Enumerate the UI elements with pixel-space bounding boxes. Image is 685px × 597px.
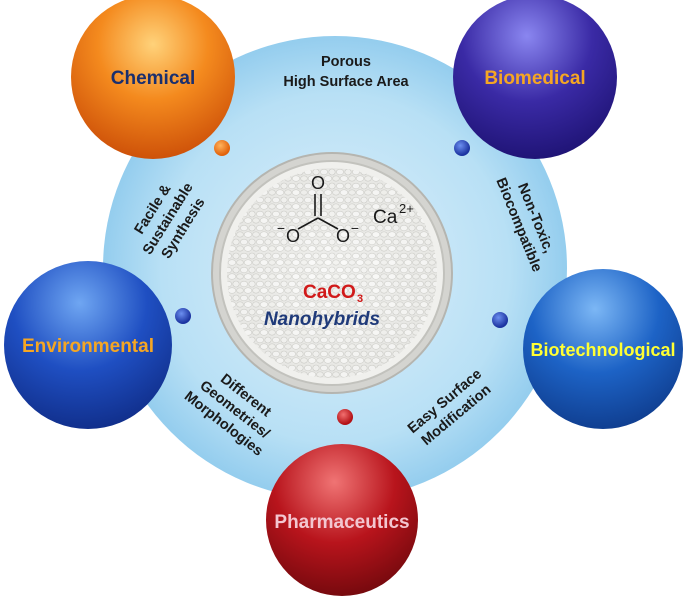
bond-right [317,217,339,230]
dot-orange [214,140,230,156]
dot-blue-top-right [454,140,470,156]
label-environmental: Environmental [22,336,154,357]
charge-right: − [351,220,359,236]
sphere-biotechnological: Biotechnological [523,269,683,429]
center-formula: CaCO 3 Nanohybrids [264,282,380,330]
property-top-line1: Porous [321,54,371,70]
dot-red-bottom [337,409,353,425]
label-biomedical: Biomedical [484,68,585,89]
center-dish [211,152,453,394]
formula-main: CaCO [303,282,356,303]
property-top-line2: High Surface Area [283,74,409,90]
sphere-environmental: Environmental [4,261,172,429]
calcium-ion: Ca [373,207,398,228]
atom-o-right: O [336,226,350,246]
carbonate-structure: O O − O − Ca 2+ [277,173,414,246]
calcium-charge: 2+ [399,201,414,216]
sphere-pharmaceutics: Pharmaceutics [266,444,418,596]
sphere-biomedical: Biomedical [453,0,617,159]
label-chemical: Chemical [111,68,195,89]
bond-left [297,217,319,230]
atom-o-top: O [311,173,325,193]
label-pharmaceutics: Pharmaceutics [274,512,409,533]
sphere-chemical: Chemical [71,0,235,159]
charge-left: − [277,220,285,236]
label-biotechnological: Biotechnological [530,340,675,360]
property-top: Porous High Surface Area [283,54,409,90]
formula-subscript: 3 [357,293,363,305]
atom-o-left: O [286,226,300,246]
formula-subtitle: Nanohybrids [264,309,380,330]
dot-blue-left [175,308,191,324]
dot-blue-right [492,312,508,328]
